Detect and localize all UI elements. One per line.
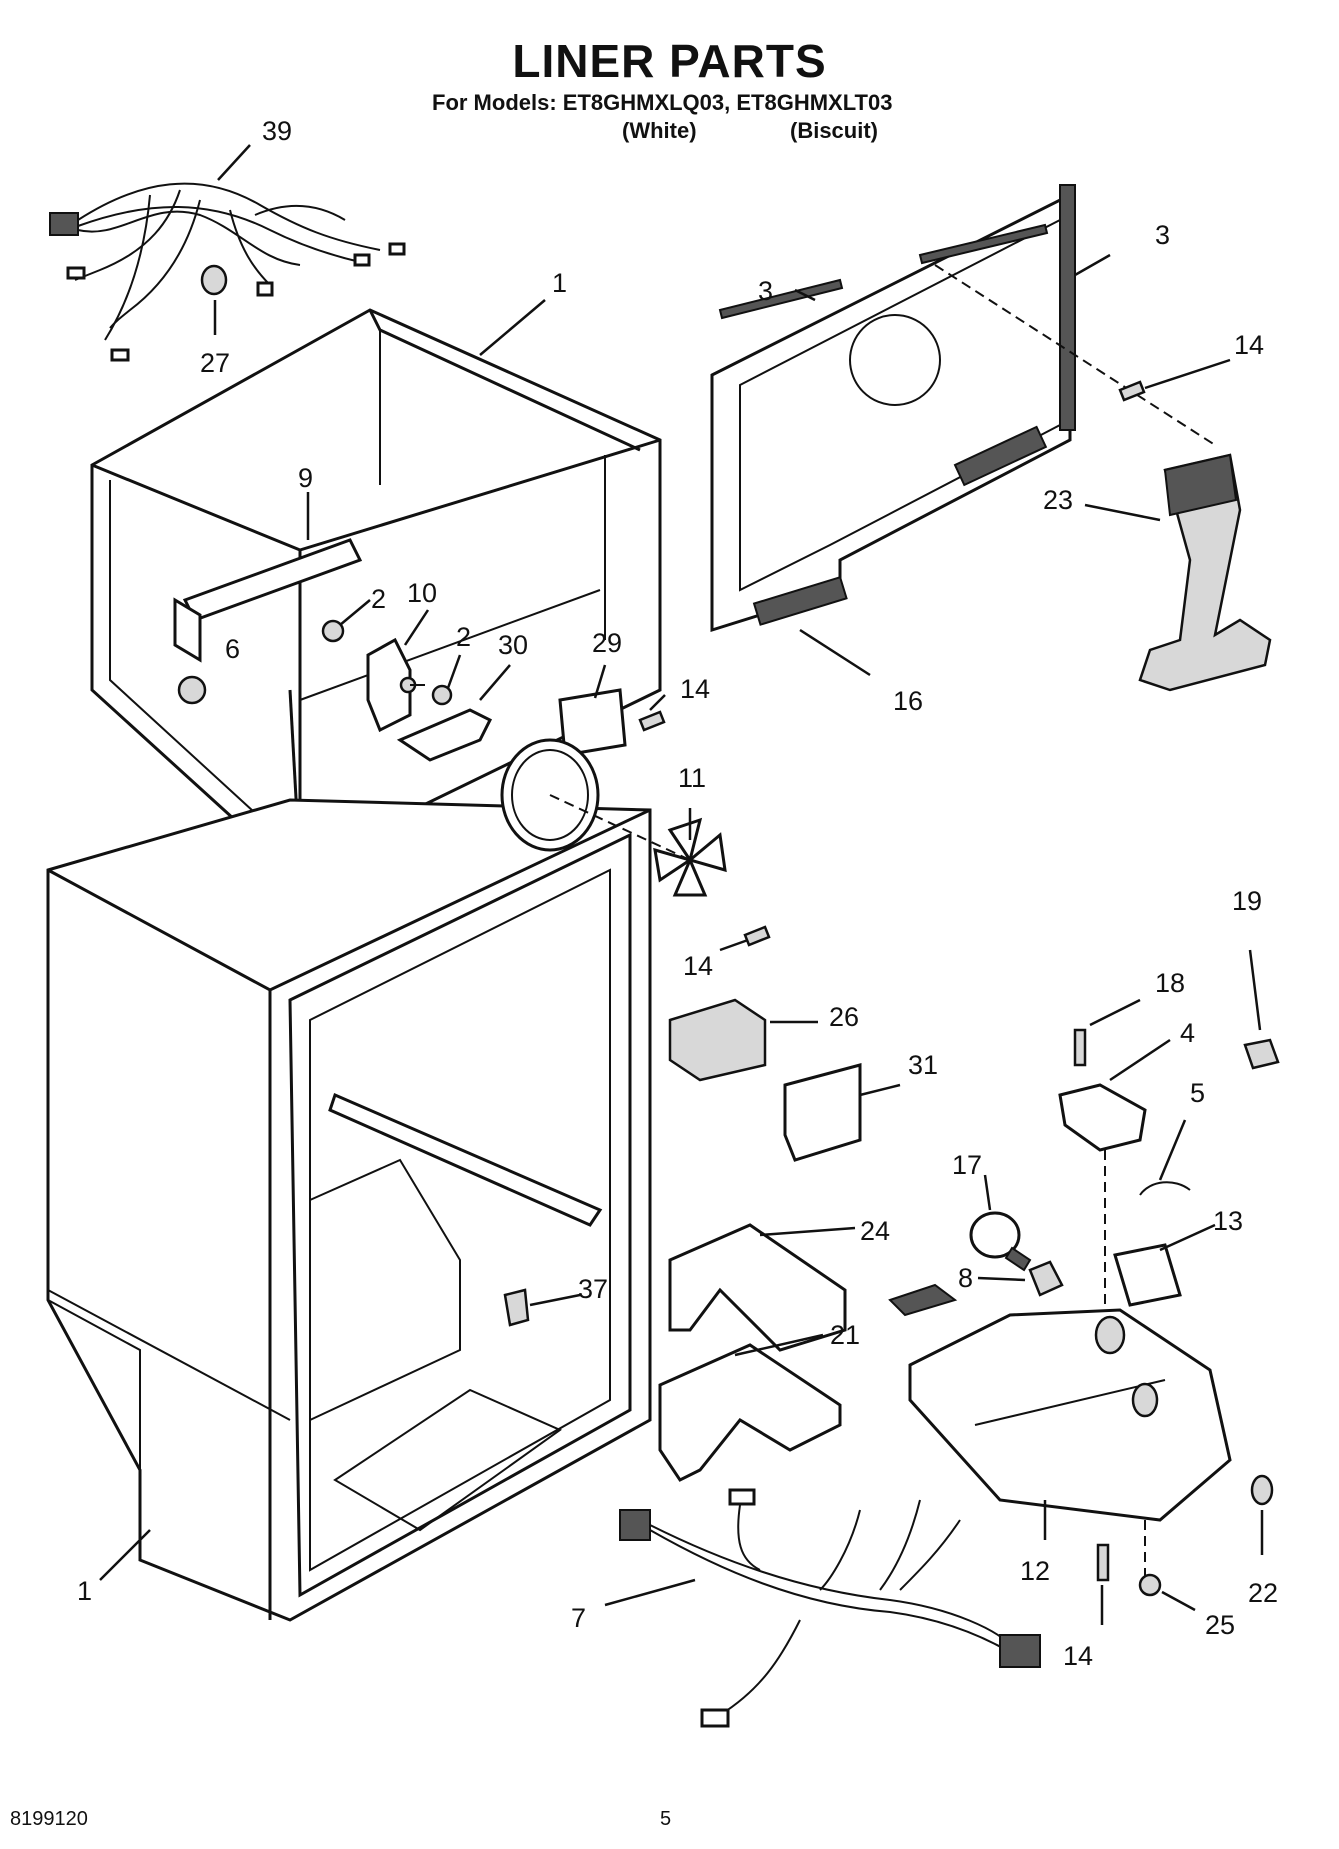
callout-3-left: 3 xyxy=(758,276,774,306)
callout-8: 8 xyxy=(958,1263,974,1293)
callout-22: 22 xyxy=(1248,1578,1279,1608)
knob-8 xyxy=(1028,1260,1064,1297)
callout-18: 18 xyxy=(1155,968,1186,998)
screw-2b xyxy=(431,684,453,706)
fresh-food-liner-1 xyxy=(46,798,652,1622)
wire-harness-39 xyxy=(49,182,406,362)
bracket-30 xyxy=(396,708,493,762)
gasket-strip-3a xyxy=(718,278,844,320)
screw-25 xyxy=(1138,1573,1162,1597)
callout-19: 19 xyxy=(1232,886,1263,916)
callout-6: 6 xyxy=(225,634,241,664)
thermostat-control-10 xyxy=(366,637,425,733)
fan-bracket-29 xyxy=(558,688,627,757)
air-duct-23 xyxy=(1138,453,1272,692)
callout-37: 37 xyxy=(578,1274,609,1304)
light-housing-12 xyxy=(888,1150,1232,1580)
callout-14-housing: 14 xyxy=(1063,1641,1094,1671)
callout-30: 30 xyxy=(498,630,529,660)
callout-23: 23 xyxy=(1043,485,1074,515)
models-line: For Models: ET8GHMXLQ03, ET8GHMXLT03 xyxy=(432,90,893,115)
fan-blade-11 xyxy=(549,794,727,897)
callout-12: 12 xyxy=(1020,1556,1051,1586)
callout-3-right: 3 xyxy=(1155,220,1171,250)
callout-7: 7 xyxy=(571,1603,587,1633)
callout-5: 5 xyxy=(1190,1078,1206,1108)
wire-harness-7 xyxy=(619,1488,1041,1728)
document-number: 8199120 xyxy=(10,1808,88,1830)
callout-14-fan-bracket: 14 xyxy=(680,674,711,704)
switch-19 xyxy=(1243,1038,1280,1070)
callout-27: 27 xyxy=(200,348,231,378)
variant-white-label: (White) xyxy=(622,118,697,143)
screw-18 xyxy=(1073,1028,1087,1067)
screw-14b xyxy=(743,925,771,947)
evaporator-cover-16 xyxy=(710,192,1072,633)
callout-2-a: 2 xyxy=(371,584,387,614)
gasket-strip-3c xyxy=(1059,184,1076,431)
callout-21: 21 xyxy=(830,1320,861,1350)
callout-24: 24 xyxy=(860,1216,891,1246)
callout-29: 29 xyxy=(592,628,623,658)
screw-14a xyxy=(638,710,666,732)
light-socket-4 xyxy=(1058,1083,1147,1152)
callout-25: 25 xyxy=(1205,1610,1236,1640)
callout-1-bottom: 1 xyxy=(77,1576,93,1606)
page-number: 5 xyxy=(660,1808,672,1830)
plate-31 xyxy=(783,1063,862,1162)
callout-39: 39 xyxy=(262,116,293,146)
screw-14d xyxy=(1096,1543,1110,1582)
callout-13: 13 xyxy=(1213,1206,1244,1236)
callout-17: 17 xyxy=(952,1150,983,1180)
callout-26: 26 xyxy=(829,1002,860,1032)
clip-5 xyxy=(1139,1181,1191,1196)
light-shield-26 xyxy=(668,998,767,1082)
callout-arrows xyxy=(99,144,1264,1625)
control-13 xyxy=(1113,1243,1182,1307)
callout-14-fan-blade: 14 xyxy=(683,951,714,981)
callout-10: 10 xyxy=(407,578,438,608)
light-bulb-17 xyxy=(969,1211,1021,1259)
freezer-liner-1 xyxy=(90,308,662,872)
callout-31: 31 xyxy=(908,1050,939,1080)
page-title: LINER PARTS xyxy=(512,35,827,87)
callout-2-b: 2 xyxy=(456,622,472,652)
plug-22 xyxy=(1250,1474,1274,1506)
screw-2a xyxy=(321,619,345,643)
drain-plug-37 xyxy=(503,1288,530,1327)
variant-biscuit-label: (Biscuit) xyxy=(790,118,878,143)
screw-14c xyxy=(1118,380,1146,402)
callout-16: 16 xyxy=(893,686,924,716)
shelf-support-21 xyxy=(658,1343,842,1482)
callout-4: 4 xyxy=(1180,1018,1196,1048)
callout-14-panel: 14 xyxy=(1234,330,1265,360)
gasket-strip-3b xyxy=(918,223,1049,265)
callout-9: 9 xyxy=(298,463,314,493)
callout-1-top: 1 xyxy=(552,268,568,298)
callout-11: 11 xyxy=(678,763,707,793)
plug-6 xyxy=(177,675,207,705)
shelf-support-24 xyxy=(668,1223,847,1352)
